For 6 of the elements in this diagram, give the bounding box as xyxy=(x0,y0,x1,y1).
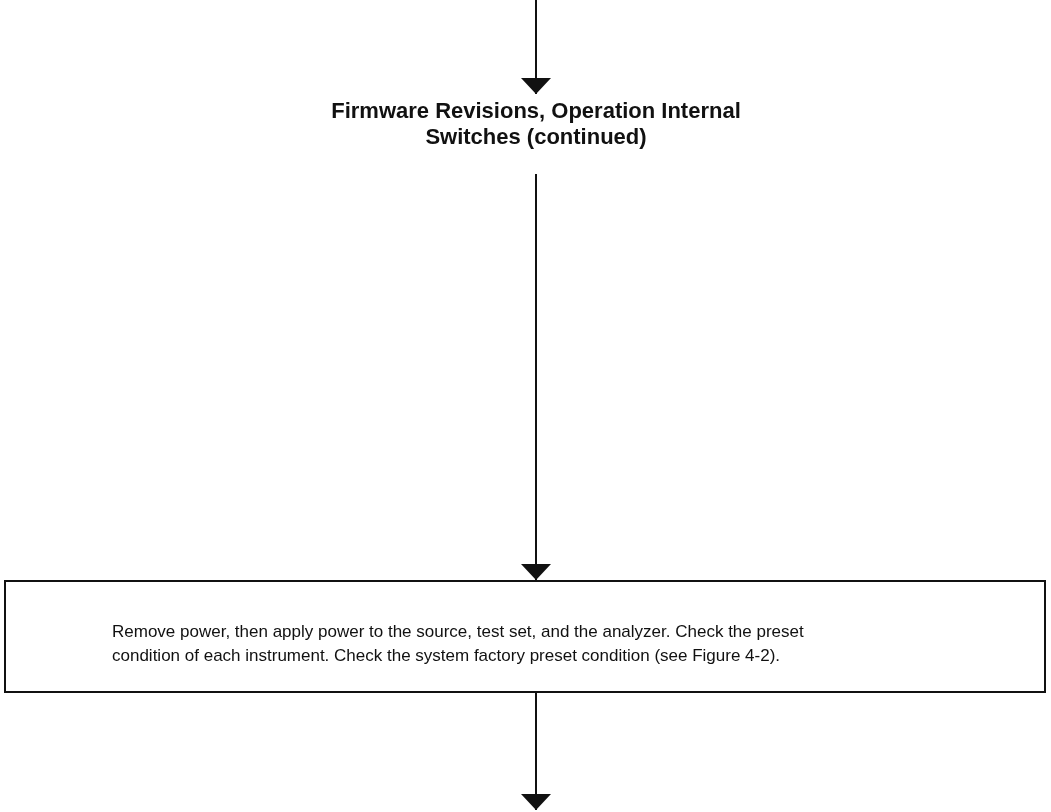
process-box xyxy=(4,580,1046,693)
instruction-text: Remove power, then apply power to the source, test set, and the analyzer. Check the preset condition of each instrument. Check the system factory preset condition (see Figure 4-2). xyxy=(112,621,805,667)
arrow xyxy=(524,0,548,95)
arrow xyxy=(524,173,548,581)
heading-text: Firmware Revisions, Operation Internal Switches (continued) xyxy=(330,98,742,150)
arrow xyxy=(524,692,548,811)
